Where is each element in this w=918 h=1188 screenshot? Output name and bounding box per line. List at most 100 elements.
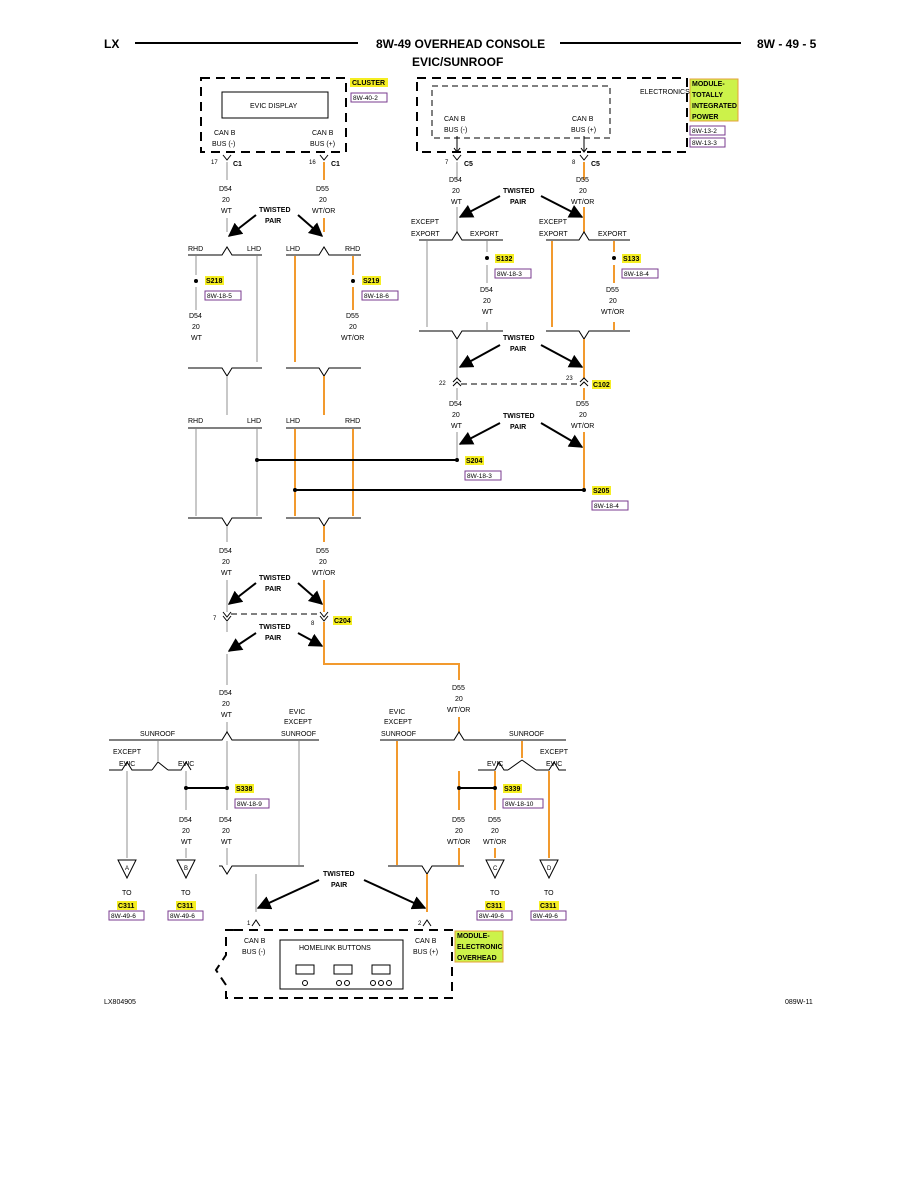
offpage-c: C: [493, 866, 498, 872]
wire-gauge: 20: [579, 412, 587, 419]
wire-d54-label: D54: [219, 817, 232, 824]
twisted-pair-callouts: TWISTED PAIR TWISTED PAIR TWISTED PAIR T…: [227, 188, 584, 910]
wire-color: WT/OR: [571, 423, 594, 430]
wire-color: WT/OR: [447, 707, 470, 714]
splice-s205-ref: 8W-18-4: [594, 503, 619, 510]
tipm-pin-pos2: BUS (+): [571, 127, 596, 134]
overhead-pin-pos: CAN B: [415, 938, 437, 945]
twisted-label: TWISTED: [323, 871, 355, 878]
export-label: EXPORT: [411, 231, 440, 238]
wire-color: WT: [482, 309, 494, 316]
wire-gauge: 20: [455, 828, 463, 835]
rhd-label: RHD: [188, 418, 203, 425]
tipm-ref-1: 8W-13-2: [692, 128, 717, 135]
overhead-pin-neg: CAN B: [244, 938, 266, 945]
offpage-conn: C311: [486, 903, 502, 910]
offpage-d: D: [547, 866, 552, 872]
splice-s133: S133: [623, 256, 639, 263]
evic-label: EVIC: [487, 761, 503, 768]
lhd-label: LHD: [247, 246, 261, 253]
pair-label: PAIR: [265, 586, 281, 593]
wire-gauge: 20: [349, 324, 357, 331]
evic-label: EVIC: [389, 709, 405, 716]
c204-cavity-left: 7: [213, 616, 217, 622]
tipm-pin-neg2: BUS (-): [444, 127, 467, 134]
wire-d54-label: D54: [219, 186, 232, 193]
wire-gauge: 20: [491, 828, 499, 835]
splice-s204-ref: 8W-18-3: [467, 473, 492, 480]
overhead-label-1: MODULE-: [457, 933, 490, 940]
wire-d55-label: D55: [346, 313, 359, 320]
wire-d54-label: D54: [449, 401, 462, 408]
sunroof-label: SUNROOF: [140, 731, 175, 738]
wire-d55-label: D55: [576, 177, 589, 184]
cluster-pin-neg: CAN B: [214, 130, 236, 137]
pair-label: PAIR: [510, 199, 526, 206]
lhd-label: LHD: [286, 246, 300, 253]
splice-s132: S132: [496, 256, 512, 263]
offpage-conn: C311: [177, 903, 193, 910]
splice-s205: S205: [593, 488, 609, 495]
tipm-pin-neg: CAN B: [444, 116, 466, 123]
twisted-label: TWISTED: [259, 575, 291, 582]
wire-color: WT: [221, 208, 233, 215]
to-label: TO: [181, 890, 191, 897]
connectors: 22 23 C102 7 8 C204: [213, 376, 611, 627]
evic-label: EVIC: [546, 761, 562, 768]
lhd-label: LHD: [286, 418, 300, 425]
evic-label: EVIC: [119, 761, 135, 768]
pair-label: PAIR: [510, 346, 526, 353]
to-label: TO: [544, 890, 554, 897]
pair-label: PAIR: [331, 882, 347, 889]
page-header: LX 8W-49 OVERHEAD CONSOLE 8W - 49 - 5 EV…: [104, 37, 817, 69]
splice-s339-ref: 8W-18-10: [505, 801, 534, 808]
overhead-label-2: ELECTRONIC: [457, 944, 503, 951]
wire-gauge: 20: [483, 298, 491, 305]
except-label: EXCEPT: [284, 719, 313, 726]
connector-c102: C102: [593, 382, 610, 389]
cluster-pin-pos2: BUS (+): [310, 141, 335, 148]
c204-cavity-right: 8: [311, 621, 315, 627]
page-subtitle: EVIC/SUNROOF: [412, 55, 503, 69]
to-label: TO: [490, 890, 500, 897]
overhead-cav-pos: 2: [418, 921, 422, 927]
wire-color: WT/OR: [601, 309, 624, 316]
wire-gauge: 20: [222, 197, 230, 204]
footer-left: LX804905: [104, 999, 136, 1006]
option-labels: RHD LHD LHD RHD RHD LHD LHD RHD EXCEPT E…: [113, 219, 627, 768]
wire-gauge: 20: [609, 298, 617, 305]
except-label: EXCEPT: [411, 219, 440, 226]
wire-d54-label: D54: [219, 690, 232, 697]
wire-color: WT/OR: [447, 839, 470, 846]
offpage-ref: 8W-49-6: [111, 913, 136, 920]
splice-s219: S219: [363, 278, 379, 285]
wire-color: WT: [191, 335, 203, 342]
overhead-pin-pos2: BUS (+): [413, 949, 438, 956]
header-left: LX: [104, 37, 119, 51]
evic-label: EVIC: [289, 709, 305, 716]
twisted-label: TWISTED: [503, 335, 535, 342]
splice-s338: S338: [236, 786, 252, 793]
tipm-label-3: INTEGRATED: [692, 103, 737, 110]
offpage-b: B: [184, 866, 188, 872]
twisted-label: TWISTED: [503, 413, 535, 420]
page-title: 8W-49 OVERHEAD CONSOLE: [376, 37, 545, 51]
splice-s339: S339: [504, 786, 520, 793]
tipm-label-2: TOTALLY: [692, 92, 723, 99]
wire-color: WT: [221, 712, 233, 719]
wire-d54-label: D54: [449, 177, 462, 184]
connector-c204: C204: [334, 618, 351, 625]
page-footer: LX804905 089W-11: [104, 999, 813, 1006]
header-right: 8W - 49 - 5: [757, 37, 817, 51]
sunroof-label: SUNROOF: [281, 731, 316, 738]
wire-color: WT/OR: [483, 839, 506, 846]
wire-gauge: 20: [222, 828, 230, 835]
pair-label: PAIR: [265, 635, 281, 642]
footer-right: 089W-11: [785, 999, 813, 1006]
cluster-pin-neg2: BUS (-): [212, 141, 235, 148]
splice-s204: S204: [466, 458, 482, 465]
wire-gauge: 20: [222, 559, 230, 566]
tipm-cav-neg: 7: [445, 160, 449, 166]
pair-label: PAIR: [265, 218, 281, 225]
cluster-conn-1: C1: [233, 161, 242, 168]
